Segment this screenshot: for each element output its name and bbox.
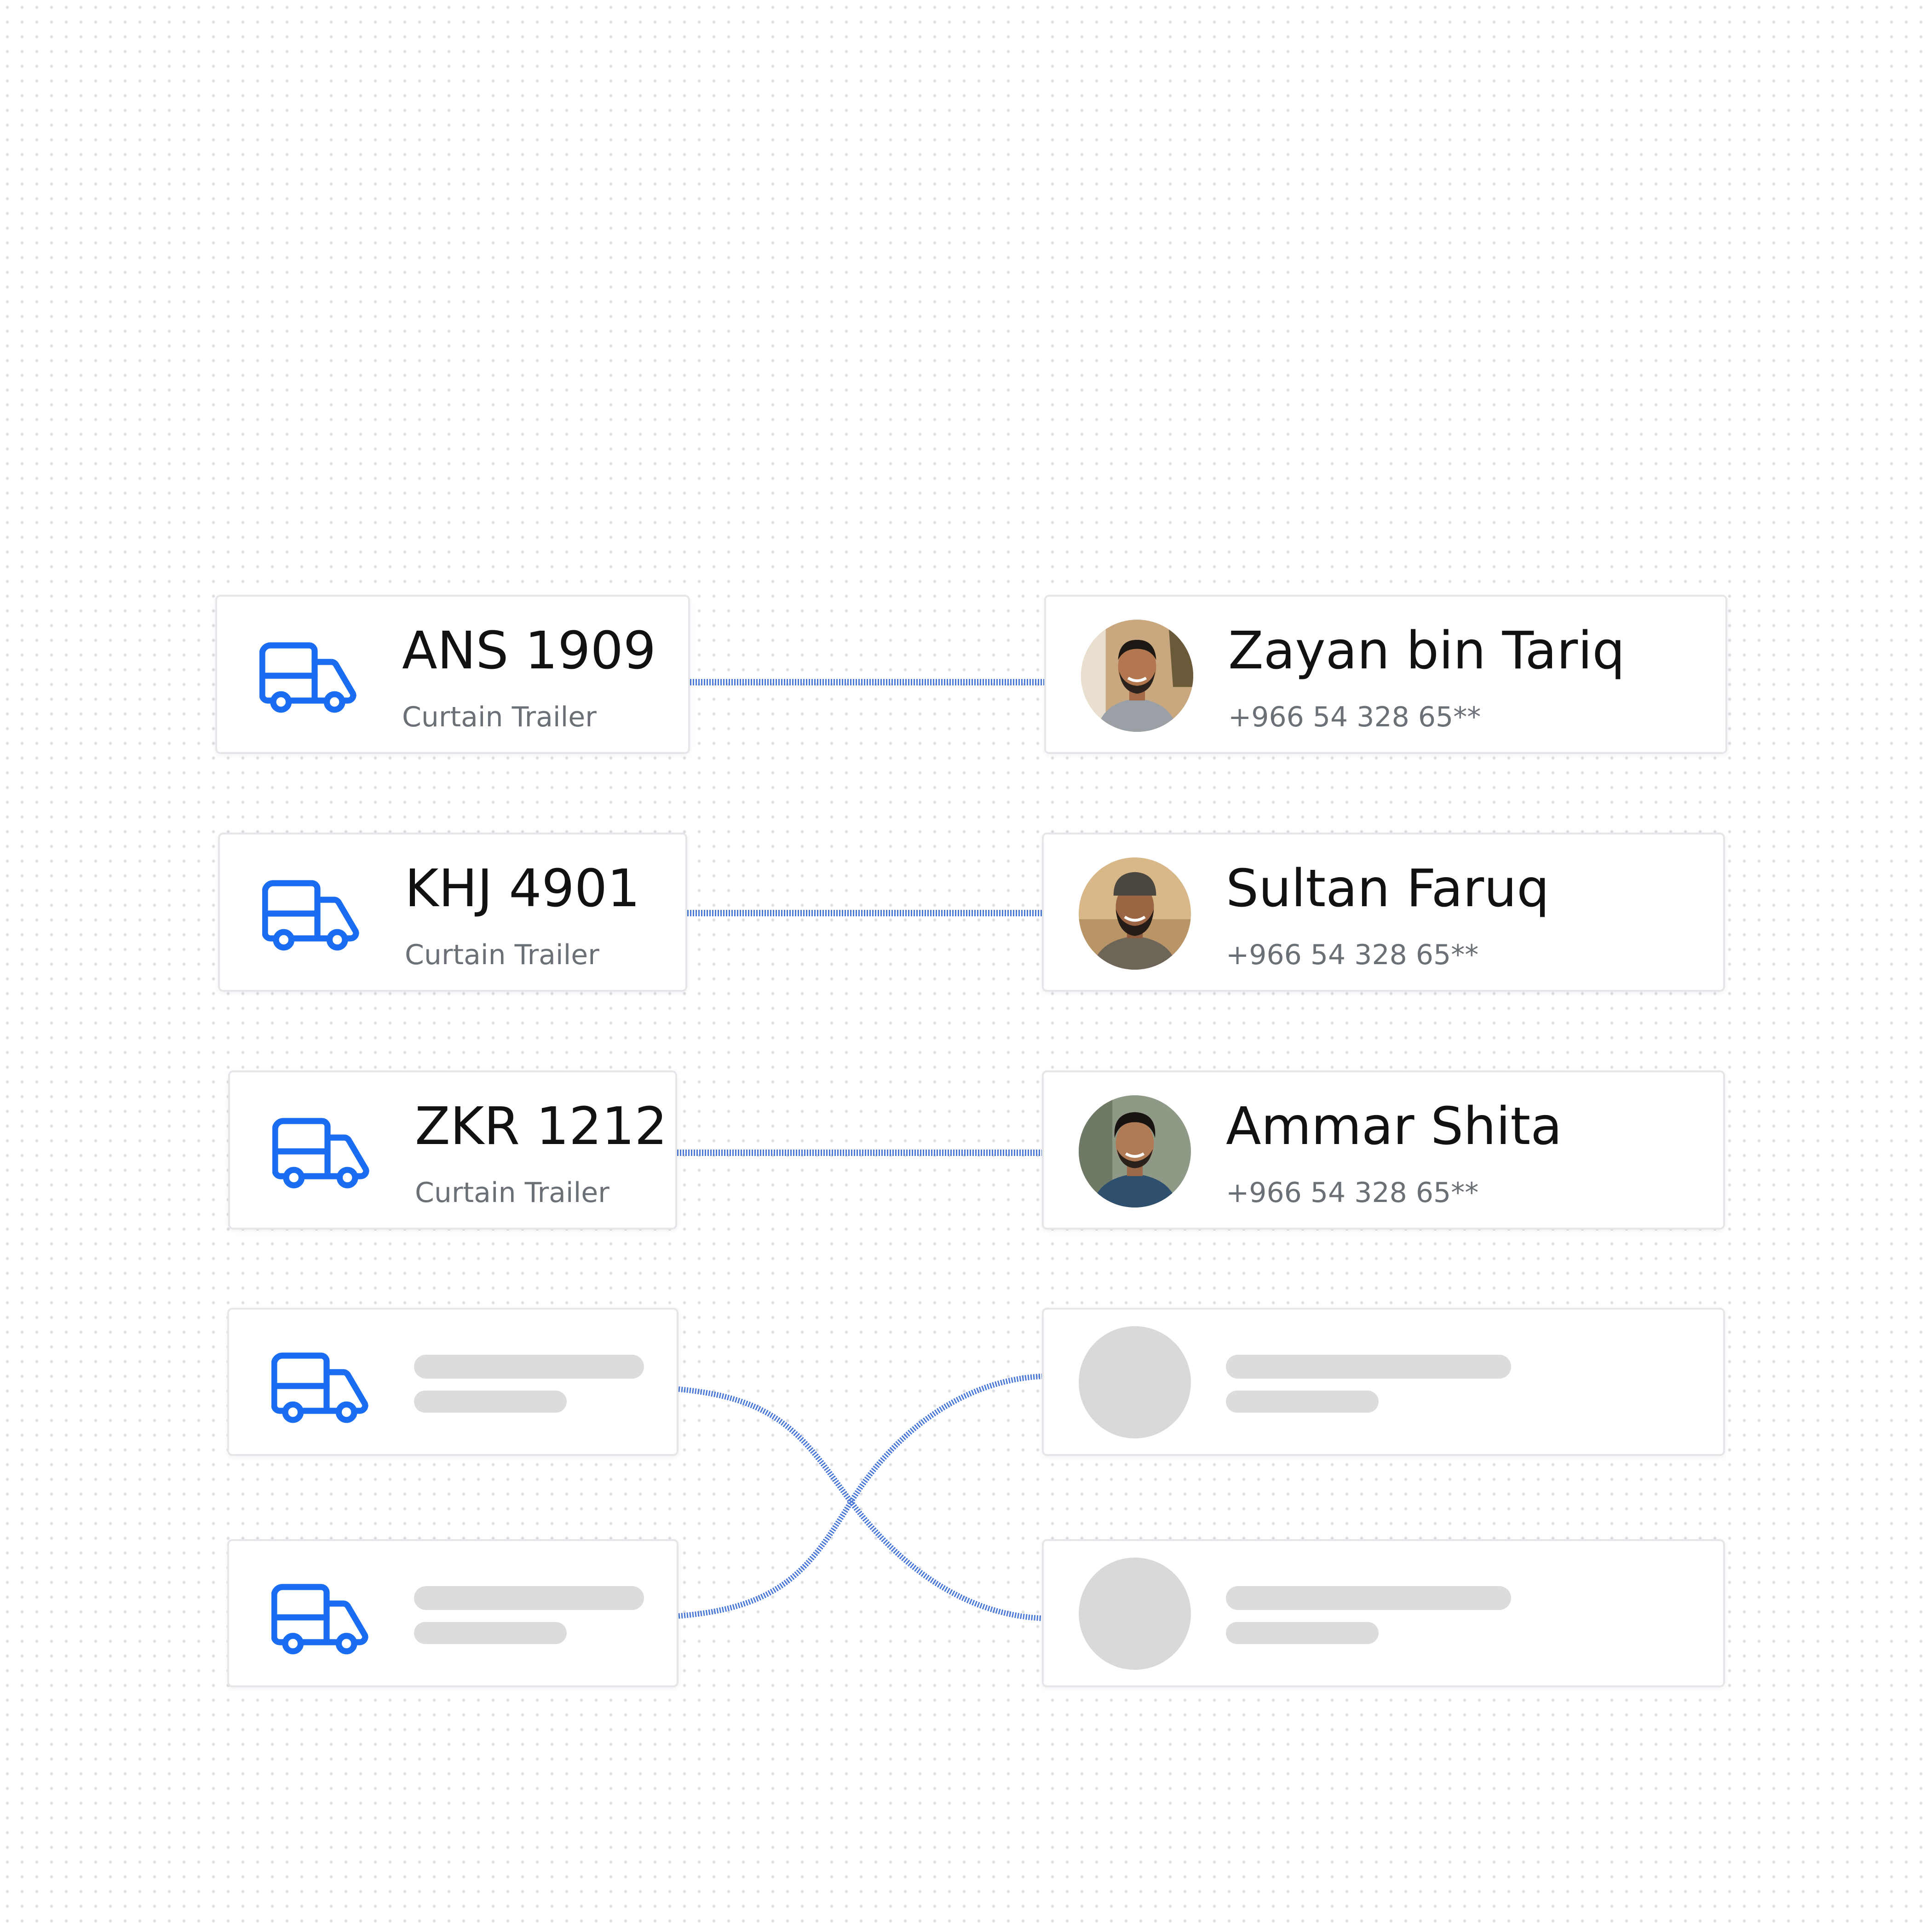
- truck-icon: [271, 1350, 371, 1427]
- driver-card[interactable]: Zayan bin Tariq +966 54 328 65**: [1044, 595, 1727, 754]
- truck-icon: [259, 640, 359, 717]
- vehicle-type: Curtain Trailer: [405, 939, 599, 971]
- vehicle-type: Curtain Trailer: [402, 701, 597, 733]
- driver-phone: +966 54 328 65**: [1228, 701, 1481, 733]
- skeleton-line: [414, 1355, 644, 1379]
- vehicle-plate: ANS 1909: [402, 621, 656, 681]
- skeleton-line: [414, 1586, 644, 1610]
- truck-icon: [262, 878, 362, 955]
- avatar-placeholder: [1079, 1558, 1191, 1670]
- driver-card-loading[interactable]: [1042, 1539, 1725, 1687]
- vehicle-card-loading[interactable]: [227, 1308, 678, 1456]
- vehicle-card[interactable]: ANS 1909 Curtain Trailer: [215, 595, 690, 754]
- skeleton-line: [1226, 1586, 1511, 1610]
- vehicle-card[interactable]: KHJ 4901 Curtain Trailer: [218, 833, 687, 992]
- driver-avatar: [1079, 1095, 1191, 1208]
- driver-name: Sultan Faruq: [1226, 859, 1550, 919]
- vehicle-plate: ZKR 1212: [415, 1097, 667, 1156]
- skeleton-line: [1226, 1622, 1379, 1644]
- avatar-placeholder: [1079, 1326, 1191, 1438]
- driver-card[interactable]: Sultan Faruq +966 54 328 65**: [1042, 833, 1725, 992]
- connector-curve: [678, 1386, 1042, 1621]
- driver-name: Ammar Shita: [1226, 1097, 1562, 1156]
- driver-name: Zayan bin Tariq: [1228, 621, 1625, 681]
- skeleton-line: [1226, 1391, 1379, 1413]
- driver-card[interactable]: Ammar Shita +966 54 328 65**: [1042, 1070, 1725, 1230]
- truck-icon: [271, 1581, 371, 1659]
- vehicle-type: Curtain Trailer: [415, 1177, 610, 1209]
- driver-avatar: [1081, 620, 1193, 732]
- driver-phone: +966 54 328 65**: [1226, 939, 1479, 971]
- driver-phone: +966 54 328 65**: [1226, 1177, 1479, 1209]
- truck-icon: [272, 1116, 372, 1193]
- vehicle-plate: KHJ 4901: [405, 859, 640, 919]
- driver-card-loading[interactable]: [1042, 1308, 1725, 1456]
- skeleton-line: [414, 1622, 567, 1644]
- skeleton-line: [414, 1391, 567, 1413]
- vehicle-card[interactable]: ZKR 1212 Curtain Trailer: [228, 1070, 677, 1230]
- connector-curve: [678, 1374, 1042, 1619]
- vehicle-card-loading[interactable]: [227, 1539, 678, 1687]
- skeleton-line: [1226, 1355, 1511, 1379]
- driver-avatar: [1079, 857, 1191, 970]
